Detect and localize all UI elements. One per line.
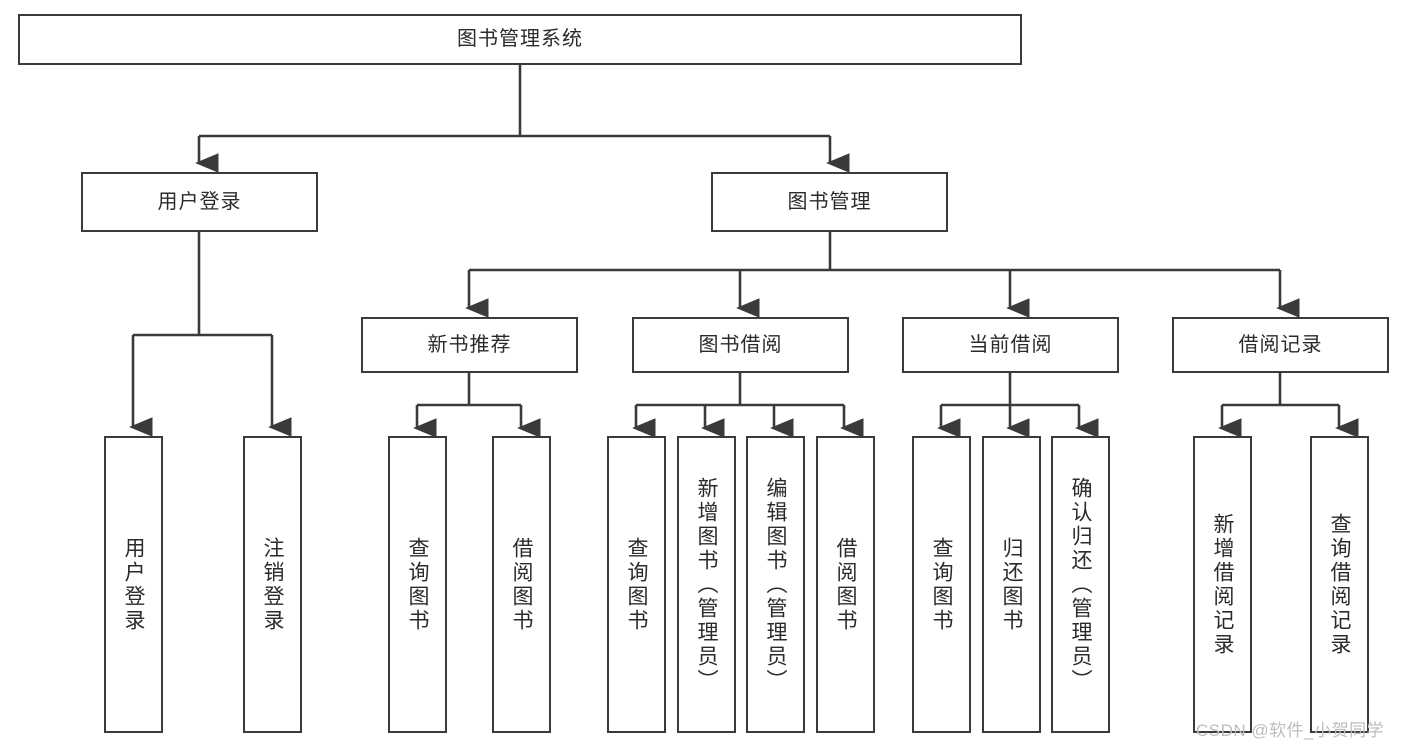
node-user-login-label: 用户登录 — [157, 190, 242, 213]
leaf-query-book-1[interactable]: 查询图书 — [388, 436, 447, 733]
node-root-label: 图书管理系统 — [457, 28, 583, 50]
node-new-book-recommend-label: 新书推荐 — [427, 333, 512, 356]
leaf-query-book-3[interactable]: 查询图书 — [912, 436, 971, 733]
leaf-add-book[interactable]: 新增图书（管理员） — [677, 436, 736, 733]
leaf-query-book-3-label: 查询图书 — [930, 536, 954, 633]
node-book-borrow[interactable]: 图书借阅 — [632, 317, 849, 373]
leaf-borrow-book-2[interactable]: 借阅图书 — [816, 436, 875, 733]
leaf-confirm-return-label: 确认归还（管理员） — [1069, 476, 1093, 693]
leaf-query-record-label: 查询借阅记录 — [1328, 512, 1352, 657]
leaf-add-record-label: 新增借阅记录 — [1211, 512, 1235, 657]
leaf-user-login-label: 用户登录 — [122, 536, 146, 633]
leaf-borrow-book-2-label: 借阅图书 — [834, 536, 858, 633]
leaf-query-book-2[interactable]: 查询图书 — [607, 436, 666, 733]
leaf-edit-book-label: 编辑图书（管理员） — [764, 476, 788, 693]
leaf-query-book-2-label: 查询图书 — [625, 536, 649, 633]
leaf-edit-book[interactable]: 编辑图书（管理员） — [746, 436, 805, 733]
node-current-borrow[interactable]: 当前借阅 — [902, 317, 1119, 373]
node-borrow-record[interactable]: 借阅记录 — [1172, 317, 1389, 373]
leaf-add-record[interactable]: 新增借阅记录 — [1193, 436, 1252, 733]
leaf-confirm-return[interactable]: 确认归还（管理员） — [1051, 436, 1110, 733]
node-current-borrow-label: 当前借阅 — [968, 333, 1053, 356]
leaf-user-logout-label: 注销登录 — [261, 536, 285, 633]
node-user-login[interactable]: 用户登录 — [81, 172, 318, 232]
leaf-query-record[interactable]: 查询借阅记录 — [1310, 436, 1369, 733]
node-book-manage[interactable]: 图书管理 — [711, 172, 948, 232]
leaf-user-login[interactable]: 用户登录 — [104, 436, 163, 733]
leaf-borrow-book-1[interactable]: 借阅图书 — [492, 436, 551, 733]
leaf-query-book-1-label: 查询图书 — [406, 536, 430, 633]
node-book-borrow-label: 图书借阅 — [698, 333, 783, 356]
leaf-return-book-label: 归还图书 — [1000, 536, 1024, 633]
node-root[interactable]: 图书管理系统 — [18, 14, 1022, 65]
node-borrow-record-label: 借阅记录 — [1238, 333, 1323, 356]
node-book-manage-label: 图书管理 — [787, 190, 872, 213]
leaf-user-logout[interactable]: 注销登录 — [243, 436, 302, 733]
node-new-book-recommend[interactable]: 新书推荐 — [361, 317, 578, 373]
leaf-borrow-book-1-label: 借阅图书 — [510, 536, 534, 633]
leaf-return-book[interactable]: 归还图书 — [982, 436, 1041, 733]
leaf-add-book-label: 新增图书（管理员） — [695, 476, 719, 693]
watermark: CSDN @软件_小贺同学 — [1196, 721, 1385, 740]
